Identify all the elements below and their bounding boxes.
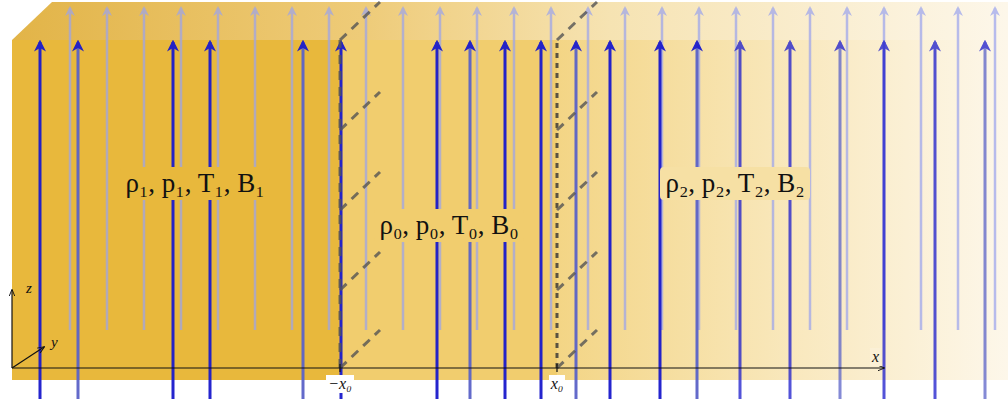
field-line <box>624 8 627 330</box>
field-line <box>659 42 662 399</box>
axes <box>12 290 884 372</box>
field-line <box>106 8 109 330</box>
field-line <box>934 42 937 399</box>
field-line <box>846 8 849 330</box>
region-state: ρ₁, p₁, T₁, B₁ <box>120 167 269 200</box>
field-line <box>39 42 42 399</box>
field-line <box>696 42 699 399</box>
slab-body <box>12 2 1008 380</box>
plasma-region: ρ₂, p₂, T₂, B₂ <box>600 150 870 216</box>
axis-label: x <box>870 348 881 366</box>
field-line <box>77 42 80 399</box>
field-line <box>402 8 405 330</box>
field-line <box>550 8 553 330</box>
top-face <box>12 2 1008 40</box>
region-state: ρ₀, p₀, T₀, B₀ <box>374 209 523 242</box>
position-label: −x₀ <box>326 375 353 393</box>
boundary-lines <box>340 2 597 368</box>
field-line <box>920 8 923 330</box>
field-line <box>957 8 960 330</box>
field-line <box>839 42 842 399</box>
plasma-region: ρ₁, p₁, T₁, B₁ <box>60 150 330 216</box>
field-line <box>883 42 886 399</box>
field-line <box>291 8 294 330</box>
field-line <box>365 8 368 330</box>
field-line <box>513 8 516 330</box>
field-line <box>575 42 578 399</box>
field-line <box>439 8 442 330</box>
field-line <box>302 42 305 399</box>
field-line <box>328 8 331 330</box>
plasma-region: ρ₀, p₀, T₀, B₀ <box>345 195 553 255</box>
field-line <box>739 42 742 399</box>
position-label: x₀ <box>549 375 566 393</box>
field-line <box>209 42 212 399</box>
axis-label: z <box>24 280 34 297</box>
axis-label: y <box>49 334 60 351</box>
field-line <box>540 42 543 399</box>
field-line <box>172 42 175 399</box>
field-lines <box>40 8 995 399</box>
field-line <box>984 42 987 399</box>
field-line <box>69 8 72 330</box>
region-state: ρ₂, p₂, T₂, B₂ <box>660 167 809 200</box>
region-middle <box>340 40 557 380</box>
field-line <box>476 8 479 330</box>
field-line <box>587 8 590 330</box>
field-line <box>609 42 612 399</box>
field-line <box>994 8 997 330</box>
field-line <box>789 42 792 399</box>
